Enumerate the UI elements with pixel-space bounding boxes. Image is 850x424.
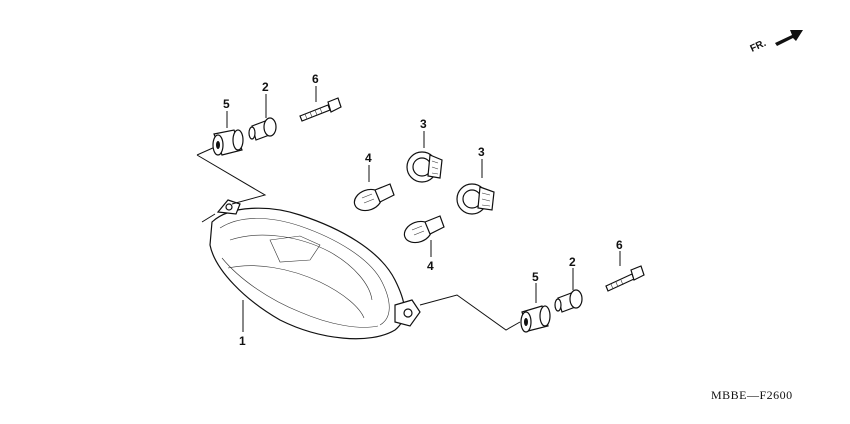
- bulb-upper: [353, 183, 395, 212]
- callout-4-lower: 4: [427, 259, 434, 273]
- taillight-assembly: [209, 199, 421, 340]
- collar-upper: [248, 117, 277, 141]
- leader-lines: [196, 86, 621, 332]
- direction-arrow-icon: [775, 30, 803, 46]
- screw-upper: [299, 97, 342, 122]
- callout-3-lower: 3: [478, 145, 485, 159]
- direction-label: FR.: [749, 38, 768, 55]
- callout-3-upper: 3: [420, 117, 427, 131]
- callout-2-upper: 2: [262, 80, 269, 94]
- socket-lower: [456, 183, 495, 215]
- callout-labels: 1 5 2 6 3 3 4 4 5 2 6: [223, 72, 623, 348]
- callout-2-lower: 2: [569, 255, 576, 269]
- socket-upper: [406, 151, 443, 183]
- callout-5-upper: 5: [223, 97, 230, 111]
- callout-5-lower: 5: [532, 270, 539, 284]
- callout-1: 1: [239, 334, 246, 348]
- screw-lower: [605, 265, 645, 292]
- callout-6-upper: 6: [312, 72, 319, 86]
- diagram-code: MBBE—F2600: [711, 388, 793, 402]
- front-direction-indicator: FR.: [749, 30, 803, 55]
- callout-4-upper: 4: [365, 151, 372, 165]
- collar-lower: [554, 289, 583, 313]
- grommet-upper: [212, 129, 244, 156]
- callout-6-lower: 6: [616, 238, 623, 252]
- grommet-lower: [520, 305, 551, 333]
- bulb-lower: [403, 215, 445, 244]
